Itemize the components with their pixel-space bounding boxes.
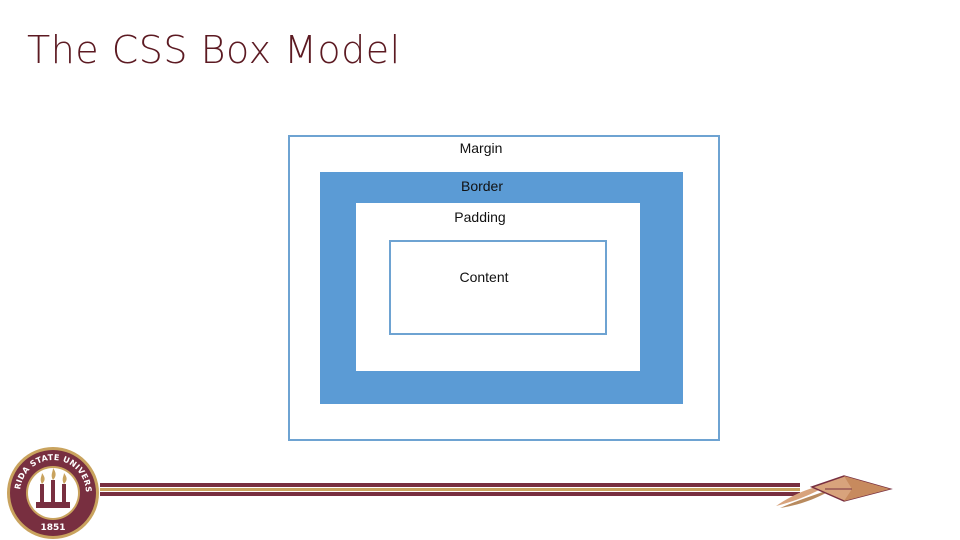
spear-icon [100,475,893,508]
margin-label: Margin [459,140,503,156]
border-label: Border [460,178,504,194]
content-label: Content [459,269,509,285]
content-box [389,240,607,335]
padding-label: Padding [454,209,506,225]
slide-title: The CSS Box Model [27,28,401,72]
seal-year: 1851 [40,523,65,533]
university-seal-icon: FLORIDA STATE UNIVERSITY 1851 [6,446,99,539]
